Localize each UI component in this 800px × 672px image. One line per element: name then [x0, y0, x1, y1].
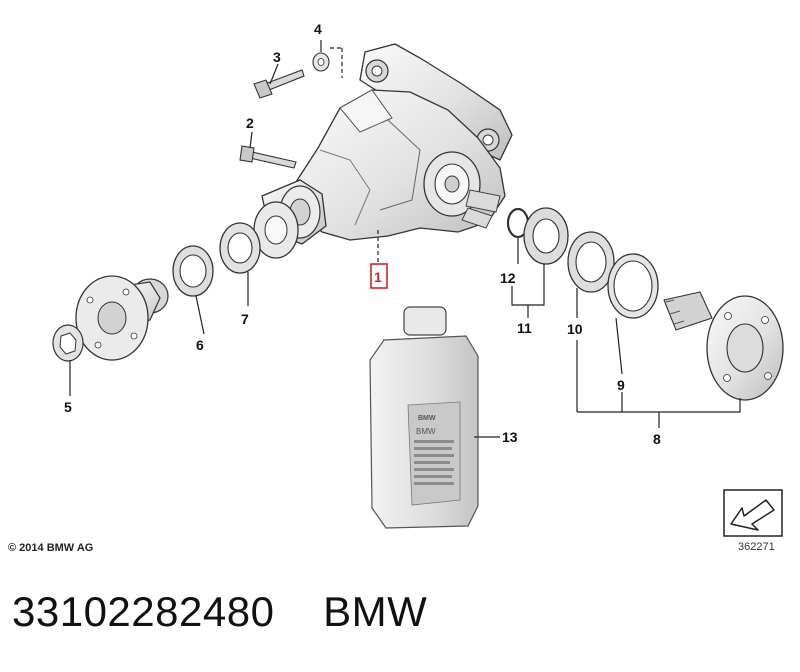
callout-4: 4	[314, 21, 322, 37]
callout-7: 7	[241, 311, 249, 327]
callout-10: 10	[567, 321, 583, 337]
shaft-seal-10	[567, 231, 615, 293]
callout-6: 6	[196, 337, 204, 353]
callout-12: 12	[500, 270, 516, 286]
callout-1: 1	[374, 269, 382, 285]
shaft-seal-7	[219, 222, 261, 274]
spacer-ring-9	[607, 253, 659, 319]
callout-numbers: 4 3 2 1 7 6 5 12 11 10 9 8 13	[64, 21, 661, 447]
nut-5	[52, 324, 84, 362]
callout-13: 13	[502, 429, 518, 445]
output-flange-left	[75, 275, 169, 361]
callout-5: 5	[64, 399, 72, 415]
part-number-caption: 33102282480 BMW	[12, 588, 428, 635]
bolt-2	[239, 145, 297, 169]
bolt-3	[253, 69, 305, 99]
washer-4	[312, 52, 330, 72]
callout-2: 2	[246, 115, 254, 131]
differential-housing	[253, 43, 513, 259]
leader-lines	[69, 40, 741, 438]
callout-11: 11	[517, 320, 532, 336]
oil-label-short: BMW	[416, 427, 436, 436]
oil-bottle-13: BMW BMW	[369, 306, 479, 529]
callout-8: 8	[653, 431, 661, 447]
copyright-text: © 2014 BMW AG	[8, 542, 94, 554]
orientation-arrow-icon	[723, 489, 783, 537]
callout-1-highlight-box	[370, 263, 388, 289]
diagram-id: 362271	[738, 541, 775, 553]
oil-label-brand: BMW	[418, 415, 436, 422]
shaft-seal-6	[172, 245, 214, 297]
callout-9: 9	[617, 377, 625, 393]
output-flange-right	[663, 291, 784, 401]
callout-3: 3	[273, 49, 281, 65]
bearing-11	[523, 207, 569, 265]
